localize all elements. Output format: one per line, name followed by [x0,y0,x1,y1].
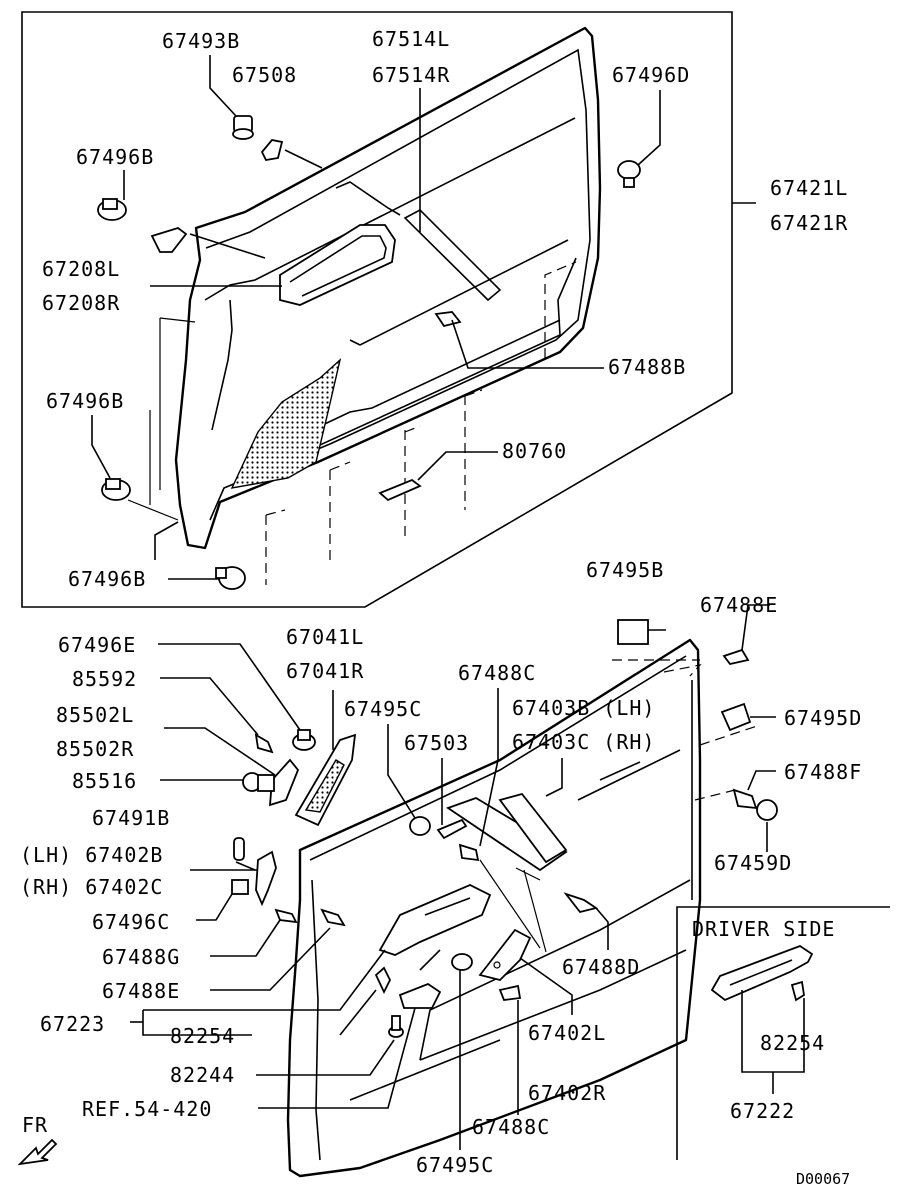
label-67421L: 67421L [770,176,848,200]
label-67496D: 67496D [612,63,690,87]
label-67402R: 67402R [528,1081,606,1105]
label-85592: 85592 [72,667,137,691]
label-67488E-left: 67488E [102,979,180,1003]
label-67495B: 67495B [586,558,664,582]
screw-67503 [436,818,468,840]
motor-85516 [242,772,275,792]
label-67488F: 67488F [784,760,862,784]
label-67223: 67223 [40,1012,105,1036]
bracket-left [150,227,188,253]
connector-ref [398,982,442,1009]
switch-panel-67223 [378,884,492,956]
clip-80760 [378,478,422,502]
clip-67496B-top [97,198,127,221]
label-67403B: 67403B (LH) [512,696,655,720]
label-67496B-bot: 67496B [68,567,146,591]
label-82244: 82244 [170,1063,235,1087]
label-67208R: 67208R [42,291,120,315]
lower-door-panel [286,638,761,1178]
label-67488B: 67488B [608,355,686,379]
label-82254-left: 82254 [170,1024,235,1048]
label-67503: 67503 [404,731,469,755]
label-67041R: 67041R [286,659,364,683]
label-67402C: (RH) 67402C [20,875,163,899]
label-67459D: 67459D [714,851,792,875]
screw-67488F [732,788,758,810]
label-67496B-mid: 67496B [46,389,124,413]
label-67496C: 67496C [92,910,170,934]
clip-67496D [617,160,641,188]
upper-assembly-frame [21,11,733,608]
screw-85592 [254,733,274,754]
label-67514R: 67514R [372,63,450,87]
screw-82244 [388,1015,404,1038]
label-67488E-right: 67488E [700,593,778,617]
label-67488C-bot: 67488C [472,1115,550,1139]
plug-67459D [756,799,778,821]
label-67496E: 67496E [58,633,136,657]
label-67491B: 67491B [92,806,170,830]
clip-67495D [720,702,752,732]
fr-label: FR [22,1113,48,1137]
inset-title: DRIVER SIDE [692,917,835,941]
clip-67496E [292,729,316,751]
clip-67508 [260,139,284,161]
label-82254-right: 82254 [760,1031,825,1055]
screw-67488E-left [320,908,346,927]
clip-67496B-bot [215,566,246,590]
bracket-67402B [255,850,277,907]
label-67488G: 67488G [102,945,180,969]
label-80760: 80760 [502,439,567,463]
screw-67488G [274,908,298,924]
diagram-code: D00067 [796,1170,850,1187]
screw-67488C-bot [498,984,522,1001]
screw-67488B [434,311,462,328]
front-arrow-icon [17,1138,58,1166]
part-labels: 67493B 67508 67514L 67514R 67496D 67496B… [20,27,862,1187]
screw-67488E-right [722,648,750,666]
bracket-85502 [268,758,300,807]
label-ref-54-420: REF.54-420 [82,1097,212,1121]
clip-82254-left [374,966,392,995]
clip-67495C-bot [451,953,473,971]
label-67495C-bot: 67495C [416,1153,494,1177]
label-67041L: 67041L [286,625,364,649]
clip-67495C-top [409,816,431,836]
label-67496B-top: 67496B [76,145,154,169]
label-67508: 67508 [232,63,297,87]
label-67493B: 67493B [162,29,240,53]
label-67488D: 67488D [562,955,640,979]
label-67421R: 67421R [770,211,848,235]
label-67222: 67222 [730,1099,795,1123]
clip-67495B [617,619,649,645]
label-67514L: 67514L [372,27,450,51]
trim-67041 [294,733,357,827]
screw-67488C-top [458,843,480,862]
label-67208L: 67208L [42,257,120,281]
label-67495C-top: 67495C [344,697,422,721]
clip-67493B [232,115,254,140]
label-85502L: 85502L [56,703,134,727]
door-trim-panel [174,26,602,585]
label-67488C-top: 67488C [458,661,536,685]
armrest-67403 [446,792,568,872]
clip-67496B-mid [101,478,131,501]
label-85502R: 85502R [56,737,134,761]
label-67402B: (LH) 67402B [20,843,163,867]
label-67402L: 67402L [528,1021,606,1045]
driver-switch-67222 [710,944,814,1002]
bracket-67402L [478,928,532,981]
clip-67496C [231,879,249,895]
label-67403C: 67403C (RH) [512,730,655,754]
label-67495D: 67495D [784,706,862,730]
label-85516: 85516 [72,769,137,793]
clip-67491B [233,837,245,861]
